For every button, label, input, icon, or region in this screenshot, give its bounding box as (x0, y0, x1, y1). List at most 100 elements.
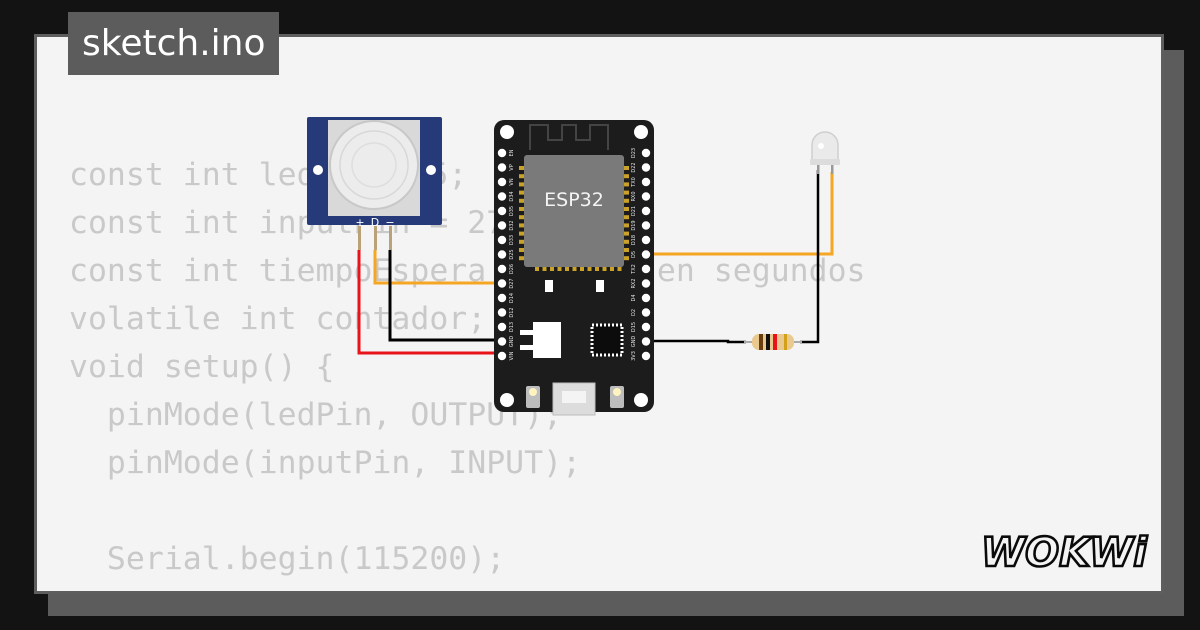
board-pin-label: D18 (631, 235, 637, 245)
board-pin-hole[interactable] (641, 322, 651, 332)
board-pin-label: D26 (509, 264, 515, 274)
resistor[interactable] (744, 334, 802, 350)
wire-vin[interactable] (357, 250, 503, 355)
wire-pir-signal[interactable] (373, 250, 503, 285)
board-pin-hole[interactable] (497, 264, 507, 274)
board-pin-label: RX0 (631, 191, 637, 201)
board-pin-label: D32 (509, 220, 515, 230)
module-pad (623, 248, 629, 252)
board-pin-hole[interactable] (641, 308, 651, 317)
pir-pin (358, 226, 361, 250)
resistor-band (784, 334, 787, 350)
module-pad (623, 190, 629, 195)
board-pin-hole[interactable] (497, 221, 507, 230)
board-pin-hole[interactable] (641, 235, 651, 245)
module-pad (519, 174, 525, 179)
pir-dome-ring (339, 130, 409, 200)
module-pad (519, 231, 525, 236)
board-pin-label: TX2 (631, 264, 637, 275)
pir-mount-hole (313, 165, 323, 175)
wire-ground-resistor[interactable] (645, 339, 746, 344)
module-pad (623, 174, 629, 179)
led[interactable] (810, 131, 840, 174)
board-mount-hole (500, 393, 514, 407)
board-pin-hole[interactable] (641, 221, 651, 230)
pir-sensor[interactable]: + D − (307, 117, 442, 250)
board-pin-label: VN (509, 178, 515, 185)
board-pin-hole[interactable] (497, 192, 507, 201)
smd-component (545, 280, 553, 292)
board-mount-hole (634, 393, 648, 407)
board-pin-hole[interactable] (641, 293, 651, 303)
code-background: const int ledPin = 5;const int inputPin … (69, 151, 866, 591)
board-pin-hole[interactable] (497, 351, 507, 361)
led-dome (811, 131, 839, 163)
wire-led-signal[interactable] (645, 172, 834, 256)
board-pin-hole[interactable] (641, 148, 651, 158)
board-pin-label: D14 (509, 293, 515, 303)
board-pin-hole[interactable] (641, 337, 651, 346)
button-cap (613, 388, 621, 396)
module-pad (623, 215, 629, 220)
module-pad (519, 248, 525, 252)
module-pad (617, 265, 622, 271)
module-pad (542, 265, 547, 271)
board-pin-hole[interactable] (641, 279, 651, 288)
module-pad (623, 207, 629, 211)
board-pin-label: D21 (631, 206, 637, 216)
file-tab[interactable]: sketch.ino (68, 12, 280, 75)
board-pin-hole[interactable] (641, 177, 651, 187)
right-pin-header: D23D22TX0RX0D21D19D18D5TX2RX2D4D2D15GND3… (631, 148, 651, 361)
board-pin-label: D35 (509, 206, 515, 216)
board-pin-hole[interactable] (497, 337, 507, 346)
module-pad (519, 182, 525, 187)
board-pin-hole[interactable] (641, 250, 651, 259)
resistor-band (766, 334, 770, 350)
board-pin-hole[interactable] (641, 192, 651, 201)
board-pin-label: RX2 (631, 278, 637, 288)
module-pad (602, 265, 607, 271)
board-pin-hole[interactable] (497, 163, 507, 172)
board-pin-label: VP (509, 164, 515, 170)
board-pin-hole[interactable] (497, 308, 507, 317)
module-pad (623, 182, 629, 187)
wire-pir-ground[interactable] (388, 250, 503, 342)
board-pin-hole[interactable] (497, 177, 507, 187)
board-pin-hole[interactable] (641, 351, 651, 361)
wokwi-logo-text: WOKWi (981, 530, 1148, 576)
regulator-pin (520, 330, 533, 335)
module-pad (519, 166, 525, 170)
module-pad (565, 265, 569, 271)
board-pin-hole[interactable] (497, 206, 507, 216)
board-pin-hole[interactable] (497, 235, 507, 245)
board-pin-label: D2 (631, 309, 637, 316)
board-pin-hole[interactable] (497, 250, 507, 259)
module-pad (519, 198, 525, 203)
wire-resistor-led[interactable] (800, 170, 820, 344)
antenna-trace (529, 124, 609, 150)
resistor-band (773, 334, 777, 350)
board-pin-label: D25 (509, 249, 515, 259)
board-mount-hole (500, 125, 514, 139)
board-label: ESP32 (544, 189, 604, 211)
esp32-board[interactable]: ESP32 ENVPVND34D35D32D33D25D26D27D14D12D… (494, 120, 654, 416)
board-pin-hole[interactable] (641, 206, 651, 216)
module-pad (623, 198, 629, 203)
pir-pin-label: D (371, 216, 379, 229)
smd-component (596, 280, 604, 292)
board-pin-label: D13 (509, 322, 515, 332)
board-pin-label: 3V3 (631, 351, 637, 361)
board-pin-hole[interactable] (497, 279, 507, 288)
board-pin-hole[interactable] (641, 264, 651, 274)
wroom-module (524, 155, 624, 267)
voltage-regulator (533, 322, 561, 358)
module-pad (535, 265, 539, 271)
board-pin-label: GND (509, 336, 515, 348)
board-pin-label: D27 (509, 278, 515, 288)
board-pin-hole[interactable] (497, 322, 507, 332)
board-pin-hole[interactable] (497, 293, 507, 303)
module-pad (519, 223, 525, 228)
board-pin-hole[interactable] (641, 163, 651, 172)
board-pin-hole[interactable] (497, 148, 507, 158)
pir-pin (374, 226, 377, 250)
